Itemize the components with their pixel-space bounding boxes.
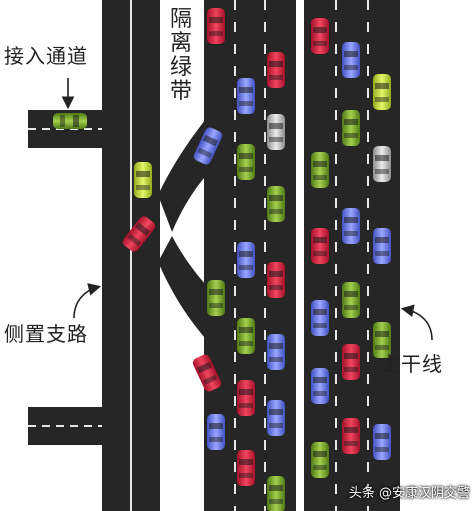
isolation-belt-label: 隔离绿带 bbox=[170, 7, 193, 104]
car bbox=[192, 354, 222, 392]
car bbox=[373, 146, 391, 182]
car bbox=[237, 144, 255, 180]
car bbox=[267, 262, 285, 298]
car bbox=[342, 110, 360, 146]
car bbox=[267, 400, 285, 436]
main-road-arrow bbox=[400, 304, 433, 341]
car bbox=[342, 418, 360, 454]
access-road-label: 接入通道 bbox=[4, 44, 88, 68]
car bbox=[207, 414, 225, 450]
car bbox=[342, 42, 360, 78]
car bbox=[311, 300, 329, 336]
car bbox=[311, 18, 329, 54]
car bbox=[311, 152, 329, 188]
car bbox=[237, 242, 255, 278]
watermark: 头条 @安康汉阴交警 bbox=[348, 486, 470, 501]
car bbox=[134, 162, 152, 198]
car bbox=[53, 113, 87, 129]
car bbox=[267, 476, 285, 511]
main-road-label: 主干线 bbox=[380, 352, 443, 376]
car bbox=[193, 127, 223, 165]
car bbox=[373, 424, 391, 460]
car bbox=[373, 74, 391, 110]
car bbox=[237, 380, 255, 416]
car bbox=[311, 442, 329, 478]
car bbox=[267, 186, 285, 222]
car bbox=[237, 318, 255, 354]
car bbox=[342, 344, 360, 380]
car bbox=[342, 208, 360, 244]
car bbox=[267, 334, 285, 370]
car bbox=[237, 78, 255, 114]
car bbox=[342, 282, 360, 318]
vehicles bbox=[53, 8, 391, 511]
car bbox=[122, 216, 156, 252]
side-road-arrow bbox=[73, 283, 102, 319]
car bbox=[207, 8, 225, 44]
car bbox=[207, 280, 225, 316]
car bbox=[267, 52, 285, 88]
car bbox=[311, 368, 329, 404]
median bbox=[296, 0, 304, 511]
car bbox=[237, 450, 255, 486]
car bbox=[267, 114, 285, 150]
side-road-label: 侧置支路 bbox=[4, 322, 88, 346]
car bbox=[311, 228, 329, 264]
car bbox=[373, 228, 391, 264]
